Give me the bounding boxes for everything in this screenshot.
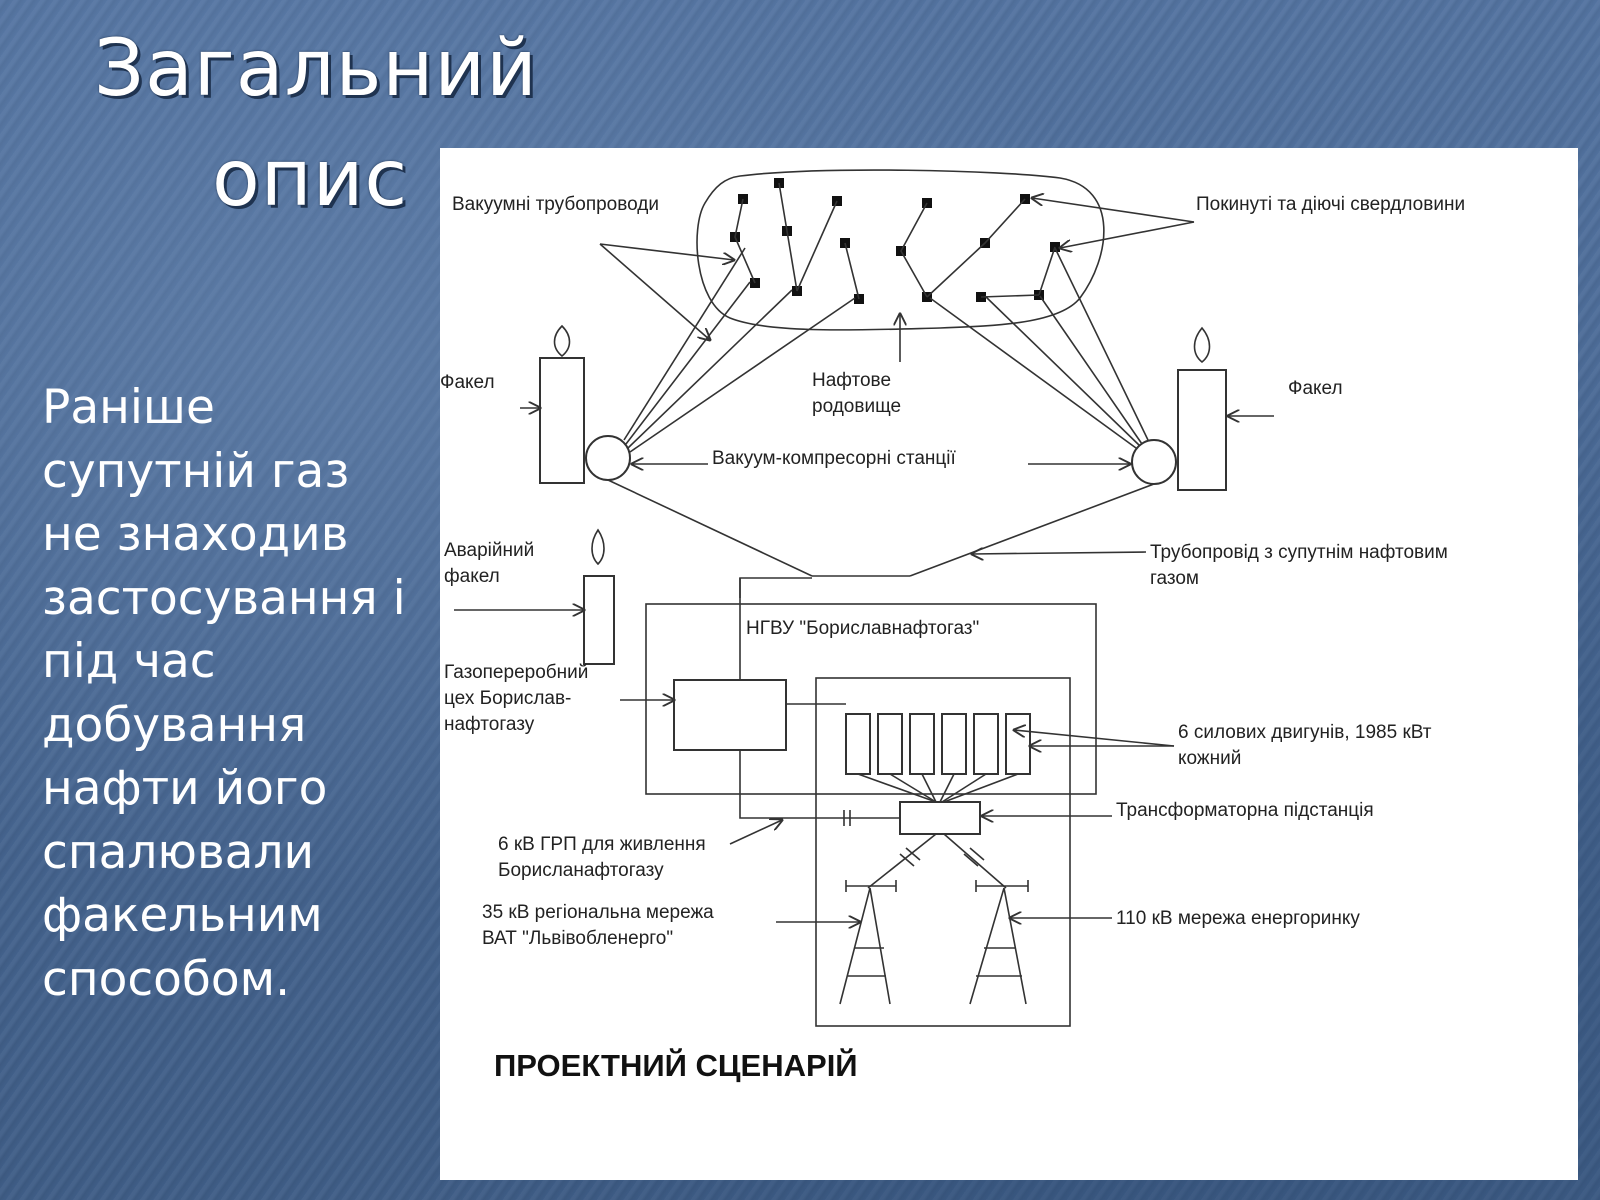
label-oilfield-line-1: Нафтове [812, 370, 891, 391]
engine [973, 713, 999, 775]
label-emergency-flare-line-1: Аварійний [444, 540, 534, 561]
wells [730, 178, 1060, 304]
engine [941, 713, 967, 775]
tower-left [839, 880, 897, 1005]
label-wells: Покинуті та діючі свердловини [1196, 194, 1465, 215]
label-engines-line-1: 6 силових двигунів, 1985 кВт [1178, 722, 1432, 743]
label-compressor-stations: Вакуум-компресорні станції [712, 448, 957, 469]
scenario-caption: ПРОЕКТНИЙ СЦЕНАРІЙ [494, 1047, 858, 1083]
gathering-lines [623, 247, 1149, 453]
flame-icon [553, 324, 571, 358]
arrow [1060, 221, 1195, 248]
slide-title-line-2: опис [212, 134, 409, 224]
body-line: застосування і [42, 570, 406, 626]
label-transformer: Трансформаторна підстанція [1116, 800, 1374, 821]
arrow [1014, 730, 1175, 747]
engines [845, 713, 1031, 775]
label-market-grid: 110 кВ мережа енергоринку [1116, 908, 1360, 929]
flame-icon [1193, 326, 1211, 364]
diagram-panel: Вакуумні трубопроводи Покинуті та діючі … [440, 148, 1578, 1180]
transmission-lines [867, 833, 1007, 889]
label-vacuum-pipelines: Вакуумні трубопроводи [452, 194, 659, 215]
gas-pipeline [607, 479, 1155, 598]
body-line: супутній газ [42, 443, 350, 499]
label-gas-plant-line-3: нафтогазу [444, 714, 535, 735]
flare-left [539, 357, 585, 484]
slide-title-line-1: Загальний [94, 24, 538, 114]
compressor-station-left [585, 435, 631, 481]
label-grp-line-2: Борисланафтогазу [498, 860, 664, 881]
vacuum-pipeline-links [734, 182, 1056, 300]
flare-right [1177, 369, 1227, 491]
body-line: способом. [42, 951, 291, 1007]
engine [909, 713, 935, 775]
transformer-substation [899, 801, 981, 835]
arrow [972, 552, 1147, 554]
body-line: під час [42, 634, 216, 689]
body-line: не знаходив [42, 507, 349, 562]
arrow [1032, 198, 1195, 223]
body-line: факельним [42, 888, 323, 943]
label-engines-line-2: кожний [1178, 748, 1241, 769]
flame-icon [591, 528, 605, 566]
label-grp-line-1: 6 кВ ГРП для живлення [498, 834, 706, 855]
engine [1005, 713, 1031, 775]
label-pipeline-line-2: газом [1150, 568, 1199, 589]
oilfield-outline [696, 169, 1105, 331]
label-gas-plant-line-1: Газопереробний [444, 662, 588, 683]
tower-right [969, 880, 1029, 1005]
body-line: нафти його [42, 761, 328, 816]
body-text: Раніше супутній газ не знаходив застосув… [42, 376, 422, 1011]
arrow [729, 820, 782, 845]
label-regional-line-1: 35 кВ регіональна мережа [482, 902, 714, 923]
body-line: добування [42, 697, 307, 753]
label-oilfield-line-2: родовище [812, 396, 901, 417]
label-emergency-flare-line-2: факел [444, 566, 500, 587]
label-regional-line-2: ВАТ "Львівобленерго" [482, 928, 673, 949]
grp-line [739, 750, 900, 819]
arrow [599, 243, 734, 260]
engine [845, 713, 871, 775]
label-gas-plant-line-2: цех Борислав- [444, 688, 571, 709]
label-pipeline-line-1: Трубопровід з супутнім нафтовим [1150, 542, 1448, 563]
label-ngvu: НГВУ "Бориславнафтогаз" [746, 618, 979, 639]
body-line: спалювали [42, 824, 315, 880]
label-flare-right: Факел [1288, 378, 1343, 399]
power-station-frame [815, 677, 1071, 1027]
compressor-station-right [1131, 439, 1177, 485]
body-line: Раніше [42, 380, 215, 435]
gas-processing-plant [673, 679, 787, 751]
label-flare-left: Факел [440, 372, 495, 393]
engine [877, 713, 903, 775]
project-scenario-diagram: Вакуумні трубопроводи Покинуті та діючі … [440, 169, 1465, 1083]
breaker-icon [843, 810, 851, 826]
arrow [599, 243, 710, 340]
engine-bus [857, 773, 1019, 803]
emergency-flare [583, 575, 615, 665]
ngvu-frame [645, 603, 1097, 795]
